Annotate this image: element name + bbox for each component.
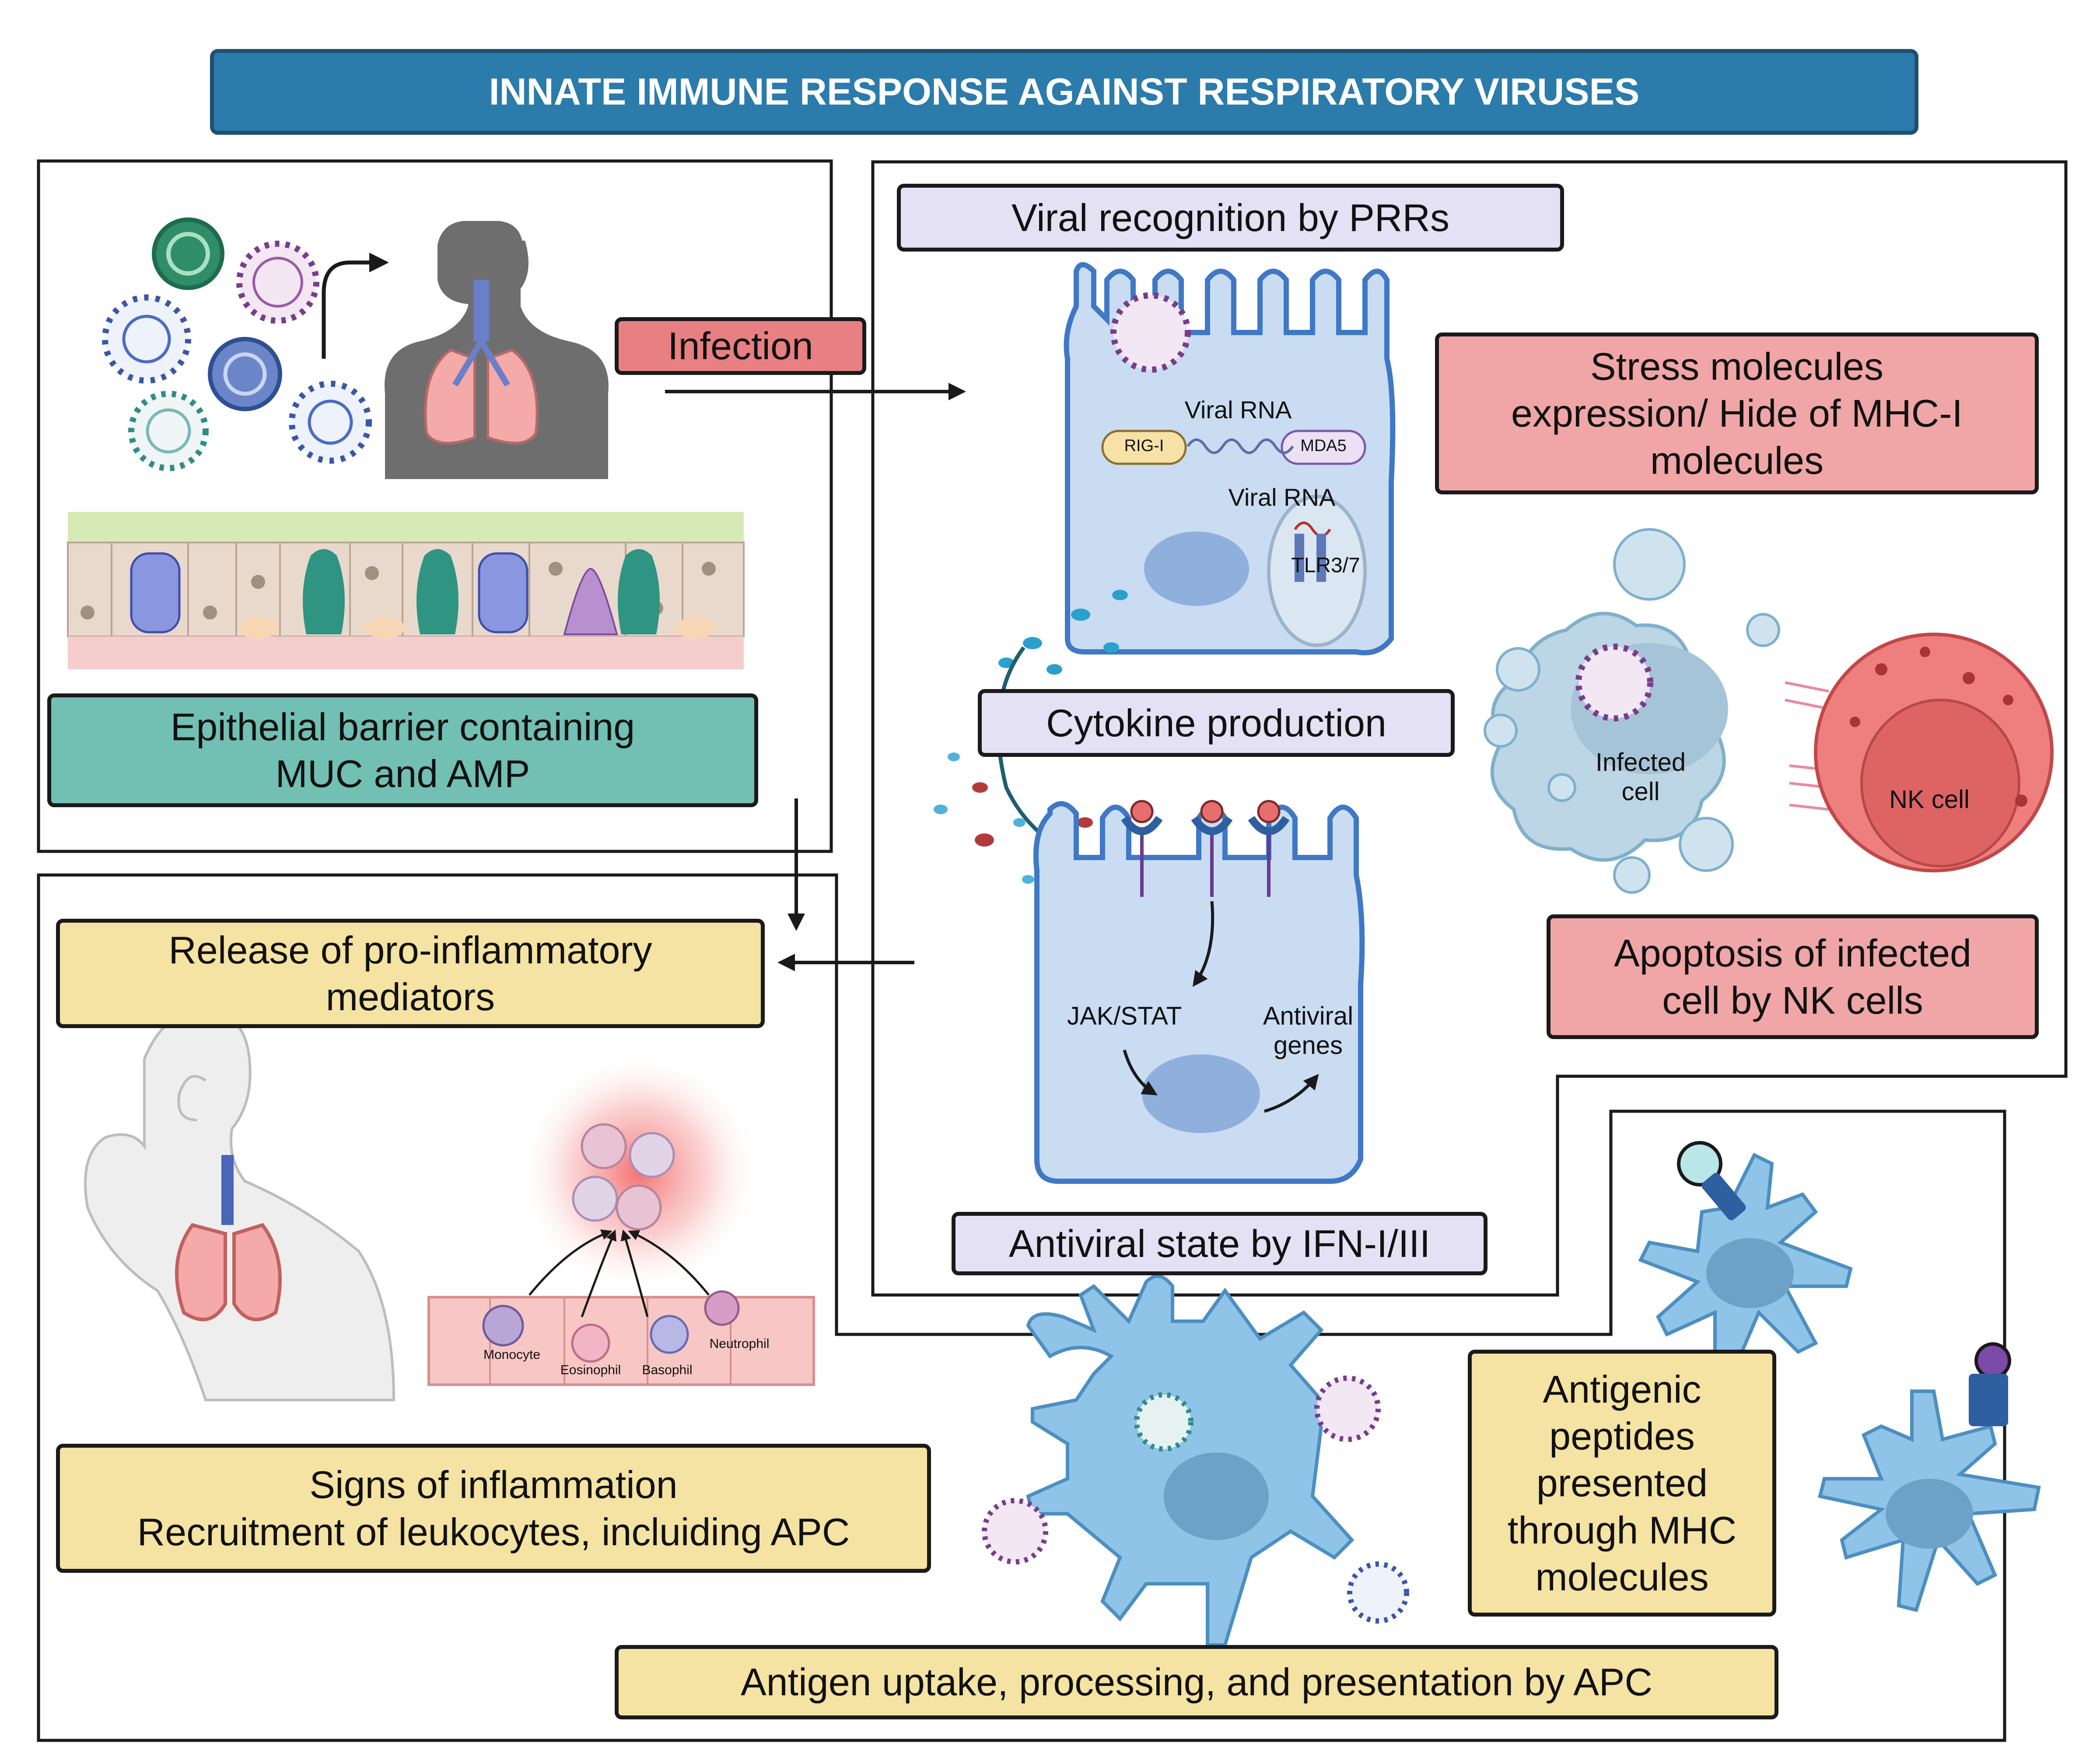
epithelium-strip — [67, 512, 745, 669]
virus-teal — [128, 391, 209, 471]
viral-rna-label-2: Viral RNA — [1228, 483, 1336, 511]
cytokine-production-label: Cytokine production — [978, 689, 1455, 757]
epithelial-cell-upper — [998, 262, 1396, 675]
apc-dendritic-cell-top — [1638, 1141, 1853, 1376]
mda5-label: MDA5 — [1300, 437, 1347, 455]
infected-cell — [1484, 528, 1780, 894]
apoptosis-label: Apoptosis of infected cell by NK cells — [1547, 914, 2039, 1039]
epithelial-cell-lower — [1033, 800, 1365, 1184]
infection-label: Infection — [615, 317, 866, 375]
rig-i-label: RIG-I — [1124, 437, 1164, 455]
antiviral-genes-label: Antiviral genes — [1263, 1002, 1354, 1060]
monocyte-label: Monocyte — [483, 1348, 541, 1362]
panel-inflammation-frame — [37, 873, 2006, 1742]
tcr-mhc-bottom — [1974, 1342, 2011, 1379]
viral-recognition-label: Viral recognition by PRRs — [897, 184, 1564, 252]
eosinophil-label: Eosinophil — [560, 1363, 621, 1377]
virus-in-infected-cell — [1575, 644, 1653, 721]
nk-cell — [1814, 633, 2054, 872]
mda5-receptor — [1281, 430, 1366, 465]
virus-green — [152, 217, 224, 290]
virus-cluster — [102, 217, 372, 471]
jak-stat-label: JAK/STAT — [1067, 1002, 1182, 1030]
antiviral-state-label: Antiviral state by IFN-I/III — [952, 1212, 1488, 1275]
apc-dendritic-cell-bottom — [1818, 1342, 2041, 1612]
panel-epithelium-frame — [37, 159, 833, 853]
infected-cell-label: Infected cell — [1595, 748, 1686, 806]
stress-molecules-label: Stress molecules expression/ Hide of MHC… — [1435, 332, 2039, 494]
nk-cell-label: NK cell — [1889, 785, 1970, 814]
antigen-uptake-label: Antigen uptake, processing, and presenta… — [615, 1645, 1778, 1719]
ifn-receptors — [1121, 800, 1290, 897]
virus-blue-1 — [102, 294, 191, 384]
viral-rna-label-1: Viral RNA — [1184, 396, 1292, 424]
virus-blue-3 — [289, 381, 372, 464]
tlr-label: TLR3/7 — [1291, 554, 1360, 577]
leukocyte-recruitment — [427, 1050, 815, 1386]
antigenic-peptides-label: Antigenic peptides presented through MHC… — [1468, 1350, 1776, 1617]
apc-dendritic-cell-large — [1026, 1274, 1358, 1647]
panel-recognition-frame — [871, 160, 2068, 1297]
coughing-man — [84, 1009, 396, 1401]
release-mediators-label: Release of pro-inflammatory mediators — [56, 919, 765, 1028]
basophil-label: Basophil — [642, 1363, 693, 1377]
virus-blue-2 — [208, 337, 282, 411]
human-torso-lungs — [385, 221, 609, 479]
tcr-mhc-top — [1677, 1141, 1722, 1186]
virus-purple — [236, 241, 319, 324]
diagram-title: INNATE IMMUNE RESPONSE AGAINST RESPIRATO… — [210, 49, 1918, 135]
rig-i-receptor — [1101, 430, 1187, 465]
signs-inflammation-label: Signs of inflammation Recruitment of leu… — [56, 1444, 931, 1573]
epithelial-barrier-label: Epithelial barrier containing MUC and AM… — [47, 693, 758, 807]
entry-arrow — [322, 252, 389, 359]
neutrophil-label: Neutrophil — [709, 1337, 770, 1351]
apc-virions — [982, 1376, 1409, 1624]
virus-entering — [1110, 292, 1191, 373]
